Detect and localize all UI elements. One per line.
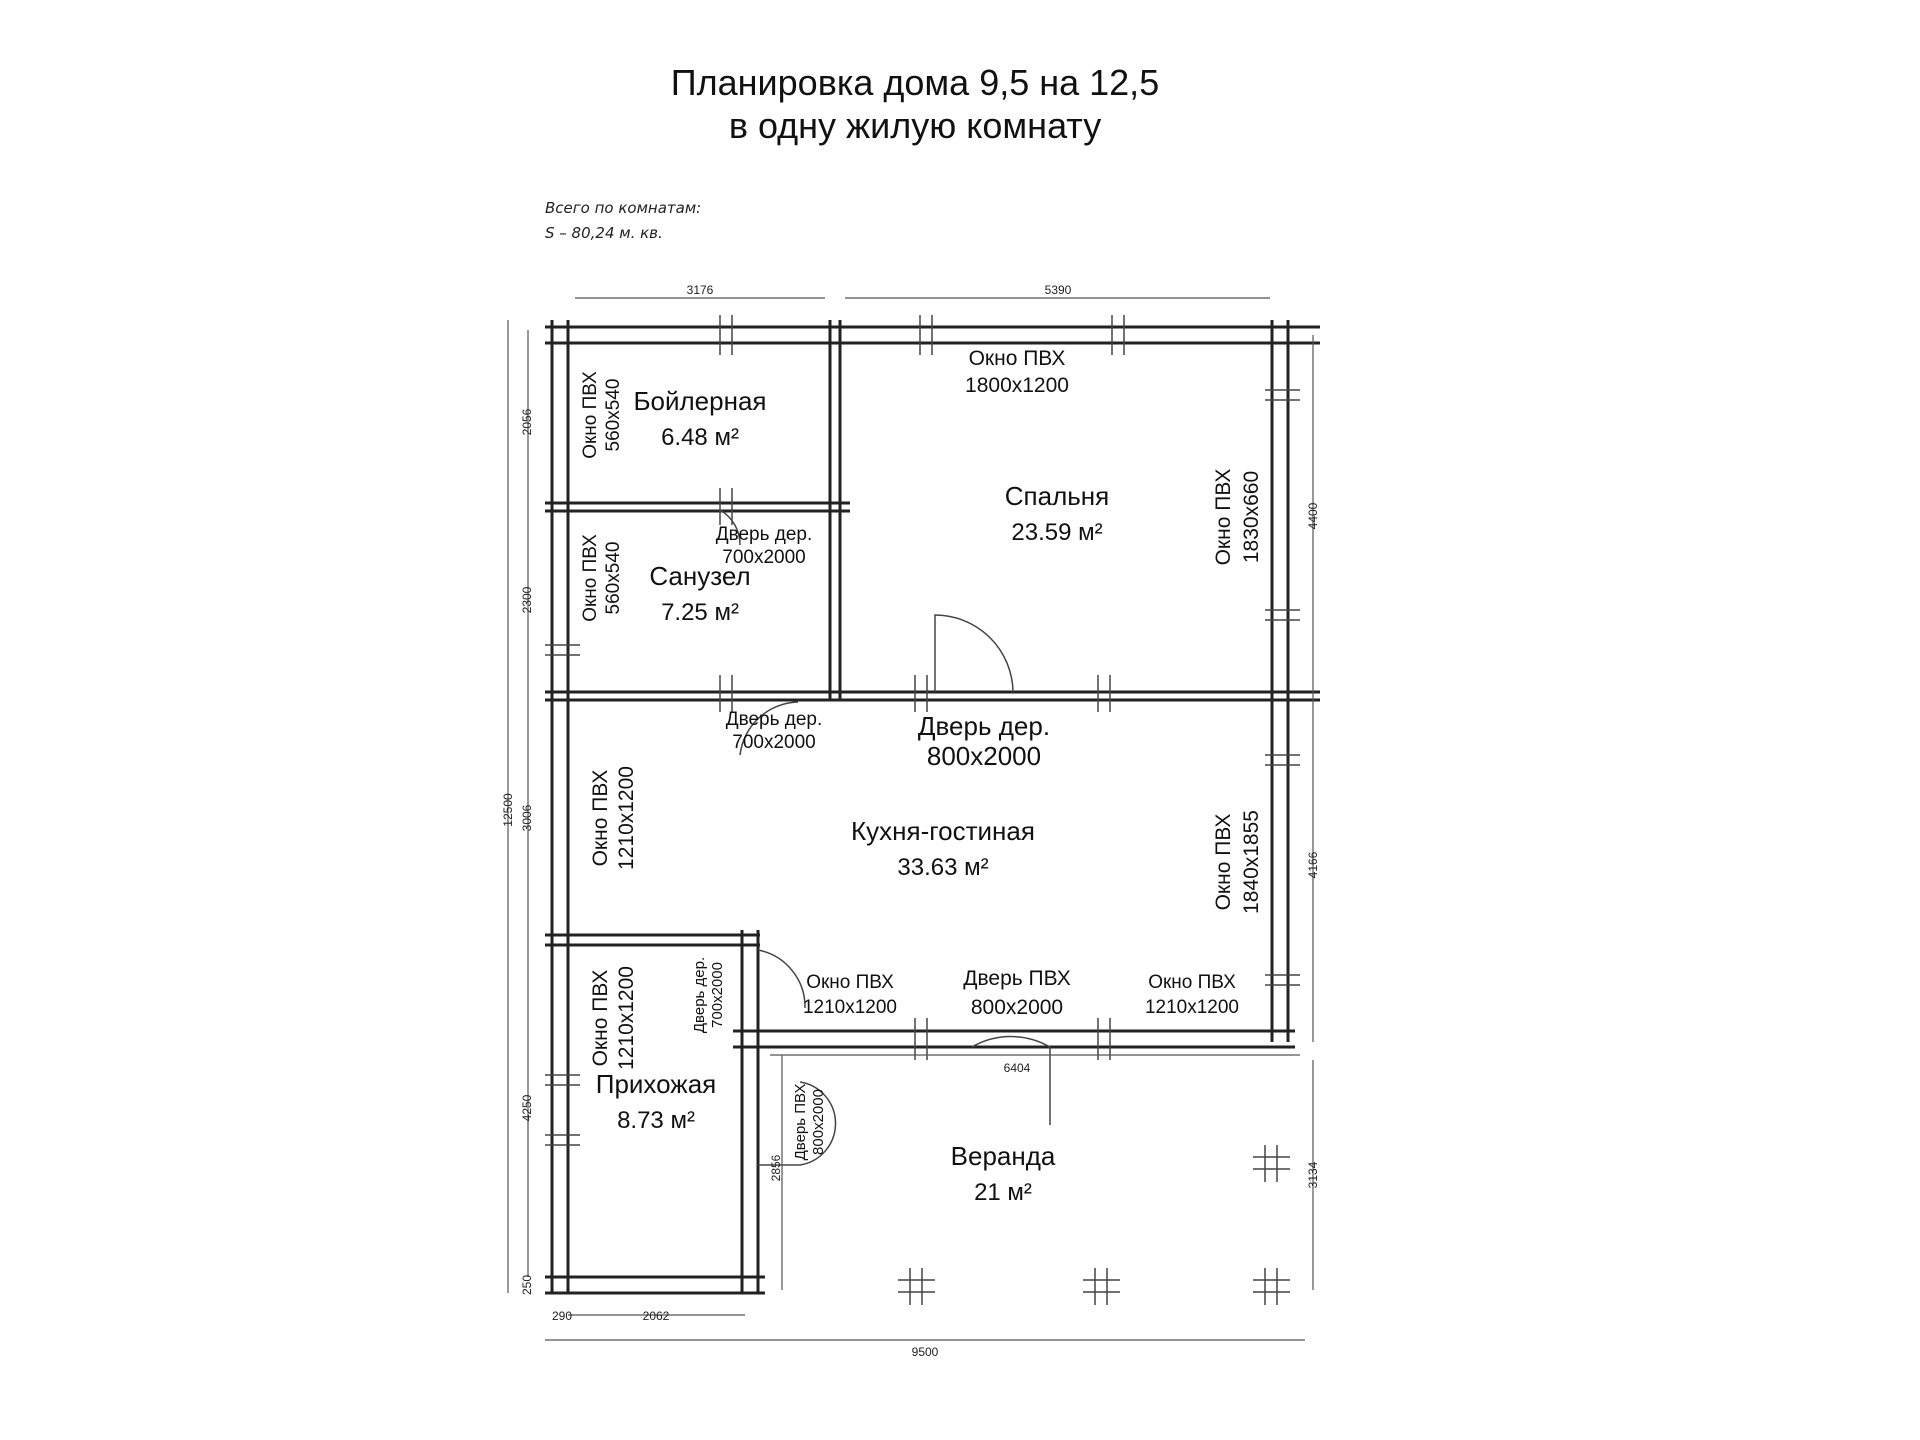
door-boiler-l1: Дверь дер. <box>726 709 823 730</box>
win-kitchen-right-l1: Окно ПВХ <box>1212 814 1235 911</box>
plan-title-line2: в одну жилую комнату <box>729 105 1101 146</box>
room-bathroom-name: Санузел <box>649 561 750 591</box>
room-bedroom-name: Спальня <box>1005 481 1109 511</box>
door-kitchen-pvh-l2: 800x2000 <box>971 996 1063 1019</box>
dim-left-2: 2300 <box>520 586 534 613</box>
dim-top-left: 3176 <box>687 283 714 297</box>
total-area-value: S – 80,24 м. кв. <box>545 224 663 242</box>
dim-left-total: 12500 <box>501 793 515 827</box>
room-kitchen-area: 33.63 м² <box>897 854 988 881</box>
room-hall-area: 8.73 м² <box>617 1107 695 1134</box>
dim-bottom-2: 2062 <box>643 1309 670 1323</box>
door-veranda-l2: 800x2000 <box>810 1089 827 1155</box>
door-bedroom-l2: 800x2000 <box>927 741 1041 771</box>
win-bedroom-top-l1: Окно ПВХ <box>969 347 1066 370</box>
win-boiler-l2: 560x540 <box>603 379 624 452</box>
door-hall-l1: Дверь дер. <box>691 957 708 1033</box>
dim-left-3: 3006 <box>520 804 534 831</box>
door-bath-l2: 700x2000 <box>722 547 805 568</box>
room-veranda-area: 21 м² <box>974 1179 1032 1206</box>
room-bedroom-area: 23.59 м² <box>1011 519 1102 546</box>
dim-top-right: 5390 <box>1045 283 1072 297</box>
win-kitchen-b1-l2: 1210x1200 <box>803 997 897 1018</box>
win-hall-l1: Окно ПВХ <box>589 970 612 1067</box>
dim-right-1: 4400 <box>1306 502 1320 529</box>
win-bedroom-right-l1: Окно ПВХ <box>1212 469 1235 566</box>
dimension-lines <box>507 297 1314 1341</box>
win-kitchen-right-l2: 1840x1855 <box>1240 810 1263 914</box>
win-bedroom-top-l2: 1800x1200 <box>965 374 1069 397</box>
log-corners <box>545 315 1300 1305</box>
interior-walls <box>545 320 1320 947</box>
room-hall-name: Прихожая <box>596 1069 716 1099</box>
door-hall-l2: 700x2000 <box>709 962 726 1028</box>
plan-title-line1: Планировка дома 9,5 на 12,5 <box>671 62 1159 103</box>
dim-bottom-1: 290 <box>552 1309 572 1323</box>
win-kitchen-b2-l1: Окно ПВХ <box>1148 972 1236 993</box>
door-bath-l1: Дверь дер. <box>716 524 813 545</box>
room-boiler-name: Бойлерная <box>633 386 766 416</box>
win-boiler-l1: Окно ПВХ <box>580 371 601 459</box>
room-kitchen-name: Кухня-гостиная <box>851 816 1035 846</box>
win-kitchen-left-l2: 1210x1200 <box>615 766 638 870</box>
door-swings <box>719 509 1051 1166</box>
door-veranda-l1: Дверь ПВХ <box>792 1084 809 1161</box>
win-hall-l2: 1210x1200 <box>615 966 638 1070</box>
dim-bottom-total: 9500 <box>912 1345 939 1359</box>
win-bath-l1: Окно ПВХ <box>580 534 601 622</box>
dim-left-4: 4250 <box>520 1094 534 1121</box>
room-boiler-area: 6.48 м² <box>661 424 739 451</box>
dim-6404: 6404 <box>1004 1061 1031 1075</box>
win-kitchen-b2-l2: 1210x1200 <box>1145 997 1239 1018</box>
dim-left-5: 250 <box>520 1275 534 1295</box>
room-veranda-name: Веранда <box>951 1141 1056 1171</box>
door-bedroom-l1: Дверь дер. <box>918 711 1050 741</box>
outer-walls <box>545 320 1320 1295</box>
room-bathroom-area: 7.25 м² <box>661 599 739 626</box>
win-bath-l2: 560x540 <box>603 542 624 615</box>
dim-right-3: 3134 <box>1306 1161 1320 1188</box>
dim-left-1: 2056 <box>520 408 534 435</box>
win-kitchen-b1-l1: Окно ПВХ <box>806 972 894 993</box>
win-kitchen-left-l1: Окно ПВХ <box>589 770 612 867</box>
door-boiler-l2: 700x2000 <box>732 732 815 753</box>
dim-2856: 2856 <box>769 1154 783 1181</box>
door-kitchen-pvh-l1: Дверь ПВХ <box>963 967 1070 990</box>
dim-right-2: 4166 <box>1306 851 1320 878</box>
total-area-label: Всего по комнатам: <box>545 199 701 217</box>
win-bedroom-right-l2: 1830x660 <box>1240 471 1263 563</box>
